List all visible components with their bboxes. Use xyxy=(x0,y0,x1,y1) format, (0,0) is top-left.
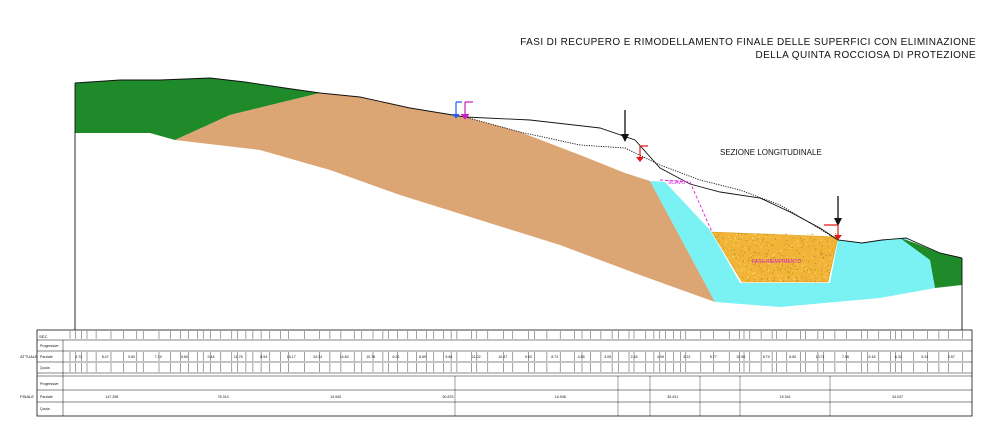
partial-attuale-4: 5.60 xyxy=(181,355,188,359)
partial-attuale-32: 5.34 xyxy=(921,355,928,359)
partials-finale-row: 147.298 76.319 14.940 50.875 16.948 35.431 15.… xyxy=(105,395,903,399)
finale-group-label: FINALE xyxy=(20,394,34,399)
partial-attuale-1: 8.47 xyxy=(102,355,109,359)
partial-attuale-6: 11.76 xyxy=(234,355,243,359)
partial-attuale-3: 7.19 xyxy=(155,355,162,359)
row-label-parziale-finale: Parziale xyxy=(40,395,53,399)
partial-attuale-19: 4.65 xyxy=(578,355,585,359)
partial-attuale-15: 11.02 xyxy=(472,355,481,359)
row-label-progressive-attuale: Progressive xyxy=(40,344,59,348)
row-label-progressive-finale: Progressive xyxy=(40,382,59,386)
partial-finale-6: 15.341 xyxy=(780,395,791,399)
section-label: SEZIONE LONGITUDINALE xyxy=(720,148,822,157)
row-label-quota-attuale: Quota xyxy=(40,366,50,370)
marker-black-arrow-1 xyxy=(621,110,629,142)
partial-attuale-17: 9.03 xyxy=(525,355,532,359)
marker-red-flag-2 xyxy=(824,224,842,240)
partial-finale-5: 35.431 xyxy=(667,395,678,399)
partial-attuale-8: 15.17 xyxy=(287,355,296,359)
partials-attuale-row: 4.72 8.47 9.60 7.19 5.60 9.44 11.76 8.54 15.17 24… xyxy=(75,355,955,359)
partial-finale-0: 147.298 xyxy=(105,395,118,399)
marker-blue-flag xyxy=(452,101,462,119)
partial-attuale-30: 6.16 xyxy=(869,355,876,359)
partial-attuale-13: 8.69 xyxy=(419,355,426,359)
partial-attuale-25: 10.96 xyxy=(736,355,745,359)
partial-attuale-2: 9.60 xyxy=(128,355,135,359)
partial-attuale-20: 3.05 xyxy=(604,355,611,359)
partial-attuale-27: 6.50 xyxy=(789,355,796,359)
drawing-title-line-2: DELLA QUINTA ROCCIOSA DI PROTEZIONE xyxy=(755,50,976,61)
partial-attuale-5: 9.44 xyxy=(208,355,215,359)
partial-attuale-31: 6.33 xyxy=(895,355,902,359)
partial-finale-1: 76.319 xyxy=(218,395,229,399)
terrain-profile-line xyxy=(74,77,466,118)
partial-finale-2: 14.940 xyxy=(330,395,341,399)
partial-attuale-9: 24.34 xyxy=(313,355,322,359)
vegetation-left xyxy=(75,78,320,140)
partial-attuale-16: 10.47 xyxy=(498,355,507,359)
partial-finale-7: 34.037 xyxy=(892,395,903,399)
row-label-parziale-attuale: Parziale xyxy=(40,355,53,359)
partial-attuale-10: 14.63 xyxy=(340,355,349,359)
row-label-quota-finale: Quota xyxy=(40,407,50,411)
partial-attuale-0: 4.72 xyxy=(75,355,82,359)
ground-profile-existing xyxy=(464,116,963,259)
partial-attuale-28: 10.71 xyxy=(816,355,825,359)
partial-attuale-22: 4.99 xyxy=(657,355,664,359)
excavation-slope-label: SCAVO xyxy=(668,180,685,186)
partial-attuale-7: 8.54 xyxy=(260,355,267,359)
partial-attuale-26: 8.79 xyxy=(763,355,770,359)
partial-attuale-29: 7.56 xyxy=(842,355,849,359)
earth-layer xyxy=(175,93,715,302)
marker-black-arrow-2 xyxy=(834,196,842,226)
attuale-group-label: ATTUALE xyxy=(20,354,38,359)
table-ticks xyxy=(69,331,963,416)
partial-attuale-24: 5.77 xyxy=(710,355,717,359)
ground-profile-upper xyxy=(464,116,839,241)
marker-magenta-flag xyxy=(460,101,473,120)
partial-attuale-11: 10.76 xyxy=(366,355,375,359)
marker-red-flag-1 xyxy=(636,145,648,162)
water-body xyxy=(650,181,935,307)
partial-attuale-21: 2.18 xyxy=(631,355,638,359)
vegetation-right xyxy=(900,238,962,288)
partial-finale-4: 16.948 xyxy=(555,395,566,399)
table-header-tag: SEZ. xyxy=(39,334,48,339)
drawing-title-line-1: FASI DI RECUPERO E RIMODELLAMENTO FINALE… xyxy=(520,37,976,48)
profile-data-table: SEZ. ATTUALE FINALE Progressive Parziale… xyxy=(20,329,973,417)
fill-texture xyxy=(715,233,837,282)
partial-attuale-23: 9.22 xyxy=(683,355,690,359)
partial-finale-3: 50.875 xyxy=(443,395,454,399)
partial-attuale-18: 8.73 xyxy=(551,355,558,359)
fill-label: FASE RIEMPIMENTO xyxy=(752,259,801,265)
partial-attuale-12: 6.21 xyxy=(393,355,400,359)
partial-attuale-14: 5.84 xyxy=(445,355,452,359)
partial-attuale-33: 3.57 xyxy=(948,355,955,359)
excavation-slope-dashed xyxy=(659,179,713,233)
